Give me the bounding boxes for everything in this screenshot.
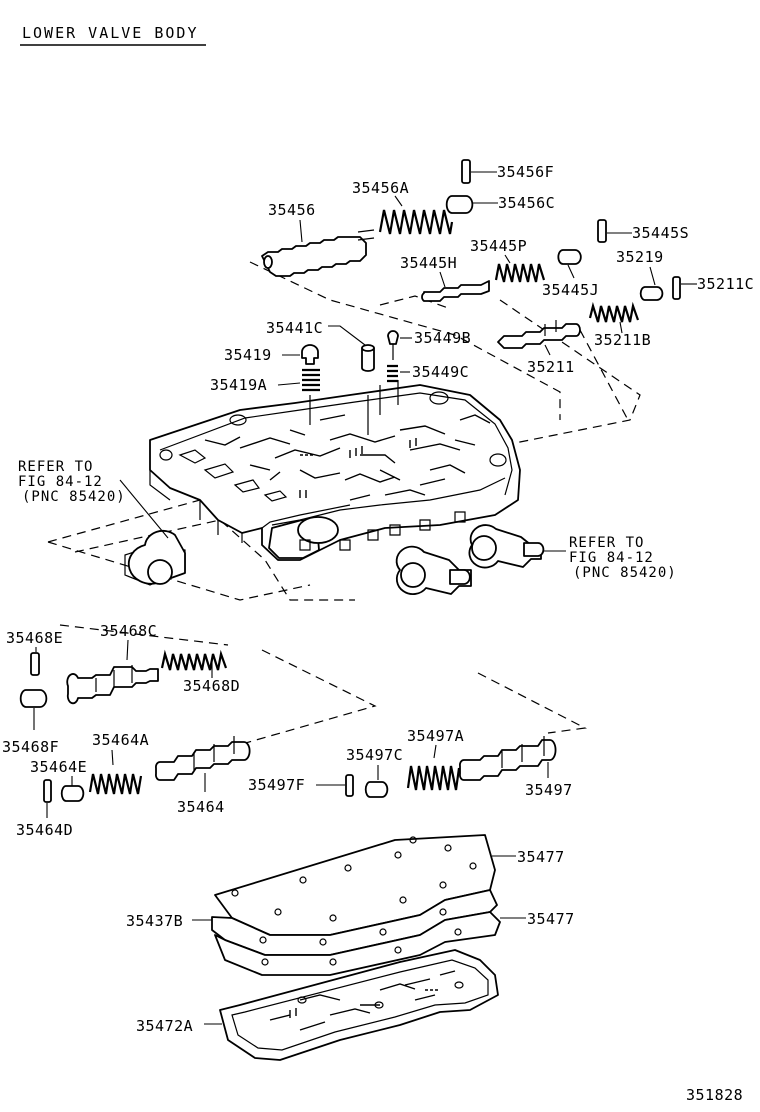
label-35497: 35497 — [525, 781, 573, 799]
part-35468d[interactable]: 35468D — [160, 649, 240, 695]
label-35464: 35464 — [177, 798, 225, 816]
label-35219: 35219 — [616, 248, 664, 266]
part-35445j[interactable]: 35445J — [542, 249, 599, 299]
label-35445s: 35445S — [632, 224, 689, 242]
label-35419a: 35419A — [210, 376, 267, 394]
part-35468e[interactable]: 35468E — [6, 629, 63, 676]
label-35477-upper: 35477 — [517, 848, 565, 866]
part-35464d[interactable]: 35464D — [16, 779, 73, 839]
lower-valve-body[interactable] — [149, 380, 521, 561]
plate-35477-lower[interactable]: 35477 — [214, 910, 575, 976]
part-35211c[interactable]: 35211C — [672, 275, 754, 300]
plate-35477-upper[interactable]: 35477 — [214, 834, 565, 936]
reference-left-line2: FIG 84-12 — [18, 474, 103, 490]
reference-right-line2: FIG 84-12 — [569, 550, 654, 566]
label-35211c: 35211C — [697, 275, 754, 293]
part-35419[interactable]: 35419 — [224, 344, 319, 365]
part-35445s[interactable]: 35445S — [597, 219, 689, 243]
part-35219[interactable]: 35219 — [616, 248, 664, 301]
cover-35472a[interactable]: 35472A — [136, 949, 499, 1061]
solenoid-left[interactable] — [124, 529, 186, 586]
label-35449c: 35449C — [412, 363, 469, 381]
part-35445h[interactable]: 35445H — [400, 254, 490, 302]
label-35437b: 35437B — [126, 912, 183, 930]
label-35456a: 35456A — [352, 179, 409, 197]
reference-right: REFER TO FIG 84-12 (PNC 85420) — [543, 535, 677, 581]
label-35464e: 35464E — [30, 758, 87, 776]
part-35211[interactable]: 35211 — [497, 320, 581, 376]
reference-right-line1: REFER TO — [569, 535, 644, 551]
label-35464d: 35464D — [16, 821, 73, 839]
label-35468f: 35468F — [2, 738, 59, 756]
label-35477-lower: 35477 — [527, 910, 575, 928]
part-35464a[interactable]: 35464A — [88, 731, 149, 795]
label-35497a: 35497A — [407, 727, 464, 745]
part-35449c[interactable]: 35449C — [387, 363, 469, 383]
part-35464[interactable]: 35464 — [155, 736, 251, 816]
part-35211b[interactable]: 35211B — [588, 301, 651, 349]
label-35468c: 35468C — [100, 622, 157, 640]
part-35449b[interactable]: 35449B — [387, 329, 471, 360]
label-35456f: 35456F — [497, 163, 554, 181]
solenoid-right-lower[interactable] — [395, 545, 472, 595]
part-35497[interactable]: 35497 — [459, 736, 573, 799]
part-35456f[interactable]: 35456F — [461, 159, 554, 184]
label-35468e: 35468E — [6, 629, 63, 647]
label-35464a: 35464A — [92, 731, 149, 749]
label-35445j: 35445J — [542, 281, 599, 299]
label-35419: 35419 — [224, 346, 272, 364]
reference-left-line3: (PNC 85420) — [22, 489, 126, 505]
label-35497c: 35497C — [346, 746, 403, 764]
label-35441c: 35441C — [266, 319, 323, 337]
label-35456c: 35456C — [498, 194, 555, 212]
diagram-title: LOWER VALVE BODY — [22, 24, 199, 42]
label-35211: 35211 — [527, 358, 575, 376]
dashed-guide-lines — [47, 261, 641, 749]
label-35472a: 35472A — [136, 1017, 193, 1035]
label-35445p: 35445P — [470, 237, 527, 255]
reference-left-line1: REFER TO — [18, 459, 93, 475]
part-35468c[interactable]: 35468C — [66, 622, 159, 705]
part-35441c[interactable]: 35441C — [266, 319, 375, 372]
part-35497a[interactable]: 35497A — [406, 727, 464, 791]
part-35464e[interactable]: 35464E — [30, 758, 87, 802]
part-35456a[interactable]: 35456A — [352, 179, 454, 235]
part-35456c[interactable]: 35456C — [445, 194, 556, 214]
part-35419a[interactable]: 35419A — [210, 368, 320, 394]
part-35497f[interactable]: 35497F — [248, 774, 354, 797]
label-35211b: 35211B — [594, 331, 651, 349]
label-35445h: 35445H — [400, 254, 457, 272]
part-35445p[interactable]: 35445P — [470, 237, 546, 283]
part-35468f[interactable]: 35468F — [2, 689, 59, 756]
reference-left: REFER TO FIG 84-12 (PNC 85420) — [18, 459, 169, 539]
part-35456[interactable]: 35456 — [261, 201, 375, 277]
figure-number: 351828 — [686, 1086, 743, 1104]
label-35497f: 35497F — [248, 776, 305, 794]
label-35449b: 35449B — [414, 329, 471, 347]
reference-right-line3: (PNC 85420) — [573, 565, 677, 581]
label-35468d: 35468D — [183, 677, 240, 695]
part-35497c[interactable]: 35497C — [346, 746, 403, 798]
solenoid-right-upper[interactable] — [468, 524, 545, 569]
label-35456: 35456 — [268, 201, 316, 219]
